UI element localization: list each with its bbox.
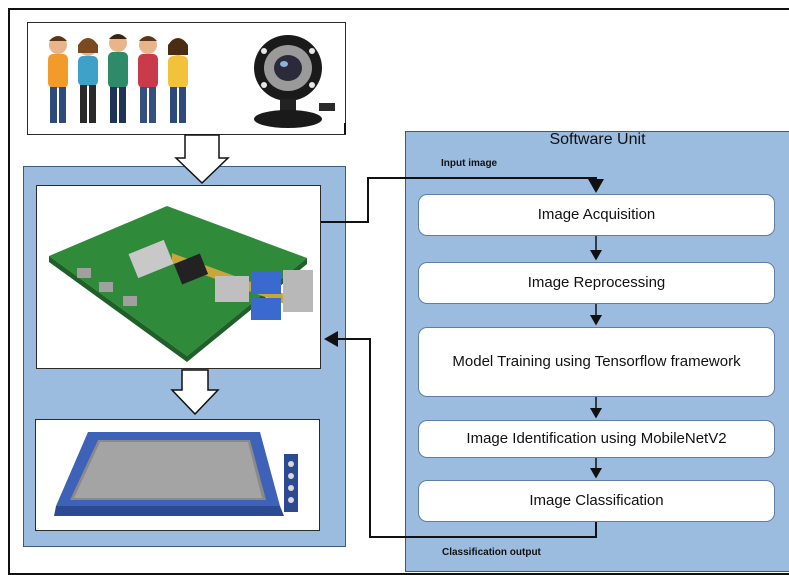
person-5 xyxy=(168,38,188,123)
figure-frame-top xyxy=(8,8,789,10)
lcd-display xyxy=(54,432,298,516)
classification-output-connector xyxy=(324,331,597,538)
person-2 xyxy=(78,38,98,123)
step-image-acquisition: Image Acquisition xyxy=(418,194,775,236)
hollow-arrow-camera-to-pi xyxy=(174,134,230,185)
person-3 xyxy=(108,34,128,123)
software-unit-title: Software Unit xyxy=(549,131,646,148)
raspberry-pi-image xyxy=(36,185,321,369)
person-1 xyxy=(48,36,68,123)
figure-frame-left xyxy=(8,8,10,575)
webcam xyxy=(254,35,335,128)
step-model-training: Model Training using Tensorflow framewor… xyxy=(418,327,775,397)
step-image-identification: Image Identification using MobileNetV2 xyxy=(418,420,775,458)
figure-frame-bottom xyxy=(8,573,789,575)
classification-output-label: Classification output xyxy=(442,547,541,558)
raspberry-pi-board xyxy=(49,206,313,362)
step-image-reprocessing: Image Reprocessing xyxy=(418,262,775,304)
input-image-connector xyxy=(321,177,604,223)
people-illustration xyxy=(48,34,335,128)
camera-and-people-image xyxy=(27,22,346,135)
lcd-display-image xyxy=(35,419,320,531)
step-image-classification: Image Classification xyxy=(418,480,775,522)
input-image-label: Input image xyxy=(441,158,498,169)
person-4 xyxy=(138,36,158,123)
hollow-arrow-pi-to-lcd xyxy=(170,369,220,416)
